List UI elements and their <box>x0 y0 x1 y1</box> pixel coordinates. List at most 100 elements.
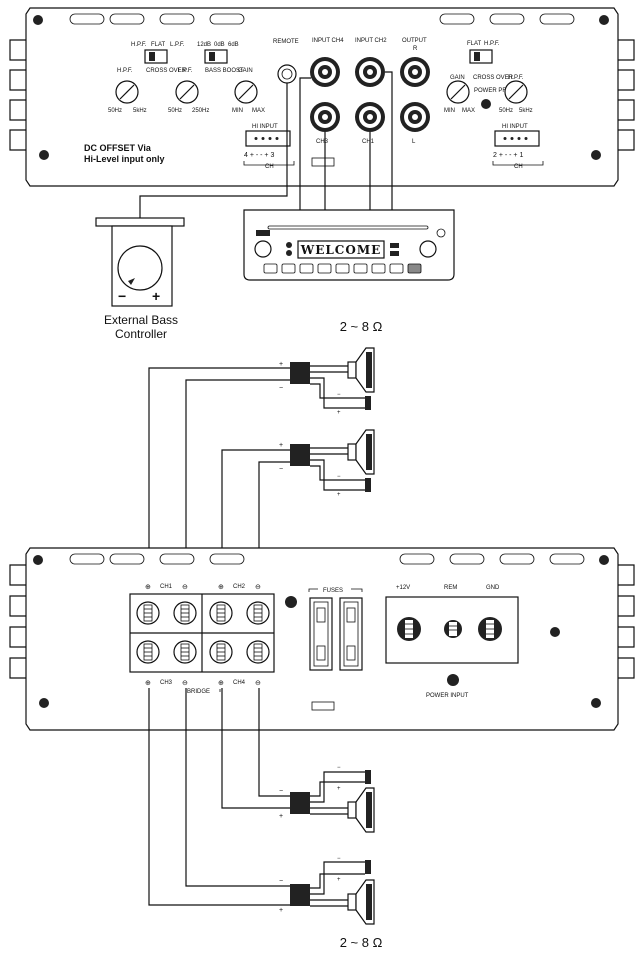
controller-caption-2: Controller <box>115 327 167 341</box>
fuse-2[interactable] <box>339 597 363 671</box>
output-r-label: R <box>413 46 418 52</box>
impedance-top: 2 ~ 8 Ω <box>340 319 383 334</box>
power-input-label: POWER INPUT <box>426 693 469 699</box>
led-indicator <box>311 157 335 167</box>
terminal-screws[interactable] <box>136 601 270 664</box>
switch-left-lpf: L.P.F. <box>170 42 185 48</box>
tweeter-minus: − <box>337 856 341 862</box>
dc-offset-line2: Hi-Level input only <box>84 154 165 164</box>
lpf-max: 250Hz <box>192 108 209 114</box>
bass-boost-switch[interactable] <box>204 49 228 64</box>
crossover-block-icon <box>290 444 310 466</box>
ch3-minus-label: ⊖ <box>182 680 188 687</box>
woofer-icon <box>347 429 375 475</box>
top-amp-heatsink-right <box>618 39 635 151</box>
tune-knob[interactable] <box>419 240 437 258</box>
input-ch4-label: INPUT CH4 <box>312 38 344 44</box>
speaker-plus: + <box>279 442 283 449</box>
dc-offset-line1: DC OFFSET Via <box>84 143 152 153</box>
speaker-plus: + <box>279 907 283 914</box>
top-amp-vent-slots <box>69 13 575 25</box>
screw-icon <box>550 627 560 637</box>
eject-button[interactable] <box>256 230 270 236</box>
led-indicator <box>311 701 335 711</box>
jack-ring-icon <box>281 68 293 80</box>
tweeter-icon <box>365 860 371 874</box>
tweeter-plus: + <box>337 410 341 416</box>
output-label: OUTPUT <box>402 38 427 44</box>
top-wiring <box>139 71 393 218</box>
rca-output-r-jack[interactable] <box>400 57 430 87</box>
tweeter-plus: + <box>337 786 341 792</box>
knob-pointer-icon <box>128 278 135 285</box>
power-terminals[interactable] <box>397 617 502 641</box>
ch4-label: CH4 <box>233 680 246 686</box>
crossover-switch-left[interactable] <box>144 49 168 64</box>
ch4-minus-label: ⊖ <box>255 680 261 687</box>
crossover-label-right: CROSS OVER <box>473 75 514 81</box>
lpf-min: 50Hz <box>168 108 182 114</box>
screw-icon <box>599 15 609 25</box>
remote-label: REMOTE <box>273 39 299 45</box>
switch-knob-icon <box>474 52 480 61</box>
bass-boost-12db: 12dB <box>197 42 211 48</box>
volume-knob[interactable] <box>254 240 272 258</box>
screw-icon <box>591 150 601 160</box>
bottom-speaker-wiring: − + − + − + − + <box>148 688 375 925</box>
screw-icon <box>39 698 49 708</box>
speaker-minus: − <box>279 385 283 392</box>
hpf-min-left: 50Hz <box>108 108 122 114</box>
controller-caption-1: External Bass <box>104 313 178 327</box>
rem-label: REM <box>444 585 457 591</box>
hi-input-connector-right[interactable] <box>494 130 540 147</box>
reset-button[interactable] <box>436 228 446 238</box>
switch-left-hpf: H.P.F. <box>131 42 147 48</box>
connector-pins-icon <box>503 137 528 140</box>
fuse-1[interactable] <box>309 597 333 671</box>
rca-ch2-jack[interactable] <box>355 57 385 87</box>
ch1-label: CH1 <box>160 584 173 590</box>
top-amp-heatsink-left <box>9 39 26 151</box>
power-protect-label: POWER PROTECT <box>474 88 527 94</box>
knob-indicator-icon <box>238 84 254 100</box>
knob-indicator-icon <box>508 84 524 100</box>
crossover-label-left: CROSS OVER <box>146 68 187 74</box>
knob-indicator-icon <box>119 84 135 100</box>
switch-right-hpf: H.P.F. <box>484 41 500 47</box>
rca-ch4-jack[interactable] <box>310 57 340 87</box>
switch-left-flat: FLAT <box>151 42 166 48</box>
controller-minus: − <box>118 288 126 304</box>
ch3-label: CH3 <box>160 680 173 686</box>
speaker-plus: + <box>279 361 283 368</box>
rca-ch3-jack[interactable] <box>310 102 340 132</box>
hpf-label-left: H.P.F. <box>117 68 133 74</box>
rca-output-l-jack[interactable] <box>400 102 430 132</box>
speaker-minus: − <box>279 878 283 885</box>
bass-controller-knob[interactable] <box>117 245 163 291</box>
gain-label-left: GAIN <box>238 68 253 74</box>
gain-min-right: MIN <box>444 108 455 114</box>
speaker-minus: − <box>279 466 283 473</box>
power-amp-vent-slots <box>69 553 585 565</box>
screw-icon <box>39 150 49 160</box>
rca-ch1-jack[interactable] <box>355 102 385 132</box>
tweeter-icon <box>365 770 371 784</box>
ch2-plus-label: ⊕ <box>218 584 224 591</box>
ch1-plus-label: ⊕ <box>145 584 151 591</box>
power-amp-heatsink-right <box>618 564 635 679</box>
woofer-icon <box>347 347 375 393</box>
remote-jack[interactable] <box>277 64 297 84</box>
ch2-minus-label: ⊖ <box>255 584 261 591</box>
power-amplifier: ⊕ CH1 ⊖ ⊕ CH2 ⊖ ⊕ CH3 ⊖ ⊕ CH4 ⊖ BRIDGE F… <box>9 547 635 731</box>
connector-pins-icon <box>254 137 279 140</box>
ch2-label: CH2 <box>233 584 246 590</box>
hi-input-connector-left[interactable] <box>245 130 291 147</box>
speaker-minus: − <box>279 788 283 795</box>
plus12v-label: +12V <box>396 585 410 591</box>
crossover-switch-right[interactable] <box>469 49 493 64</box>
tweeter-plus: + <box>337 492 341 498</box>
external-bass-controller: − + External Bass Controller <box>95 217 185 341</box>
preset-buttons[interactable] <box>263 263 422 274</box>
hi-input-ch-left: CH <box>265 164 274 170</box>
